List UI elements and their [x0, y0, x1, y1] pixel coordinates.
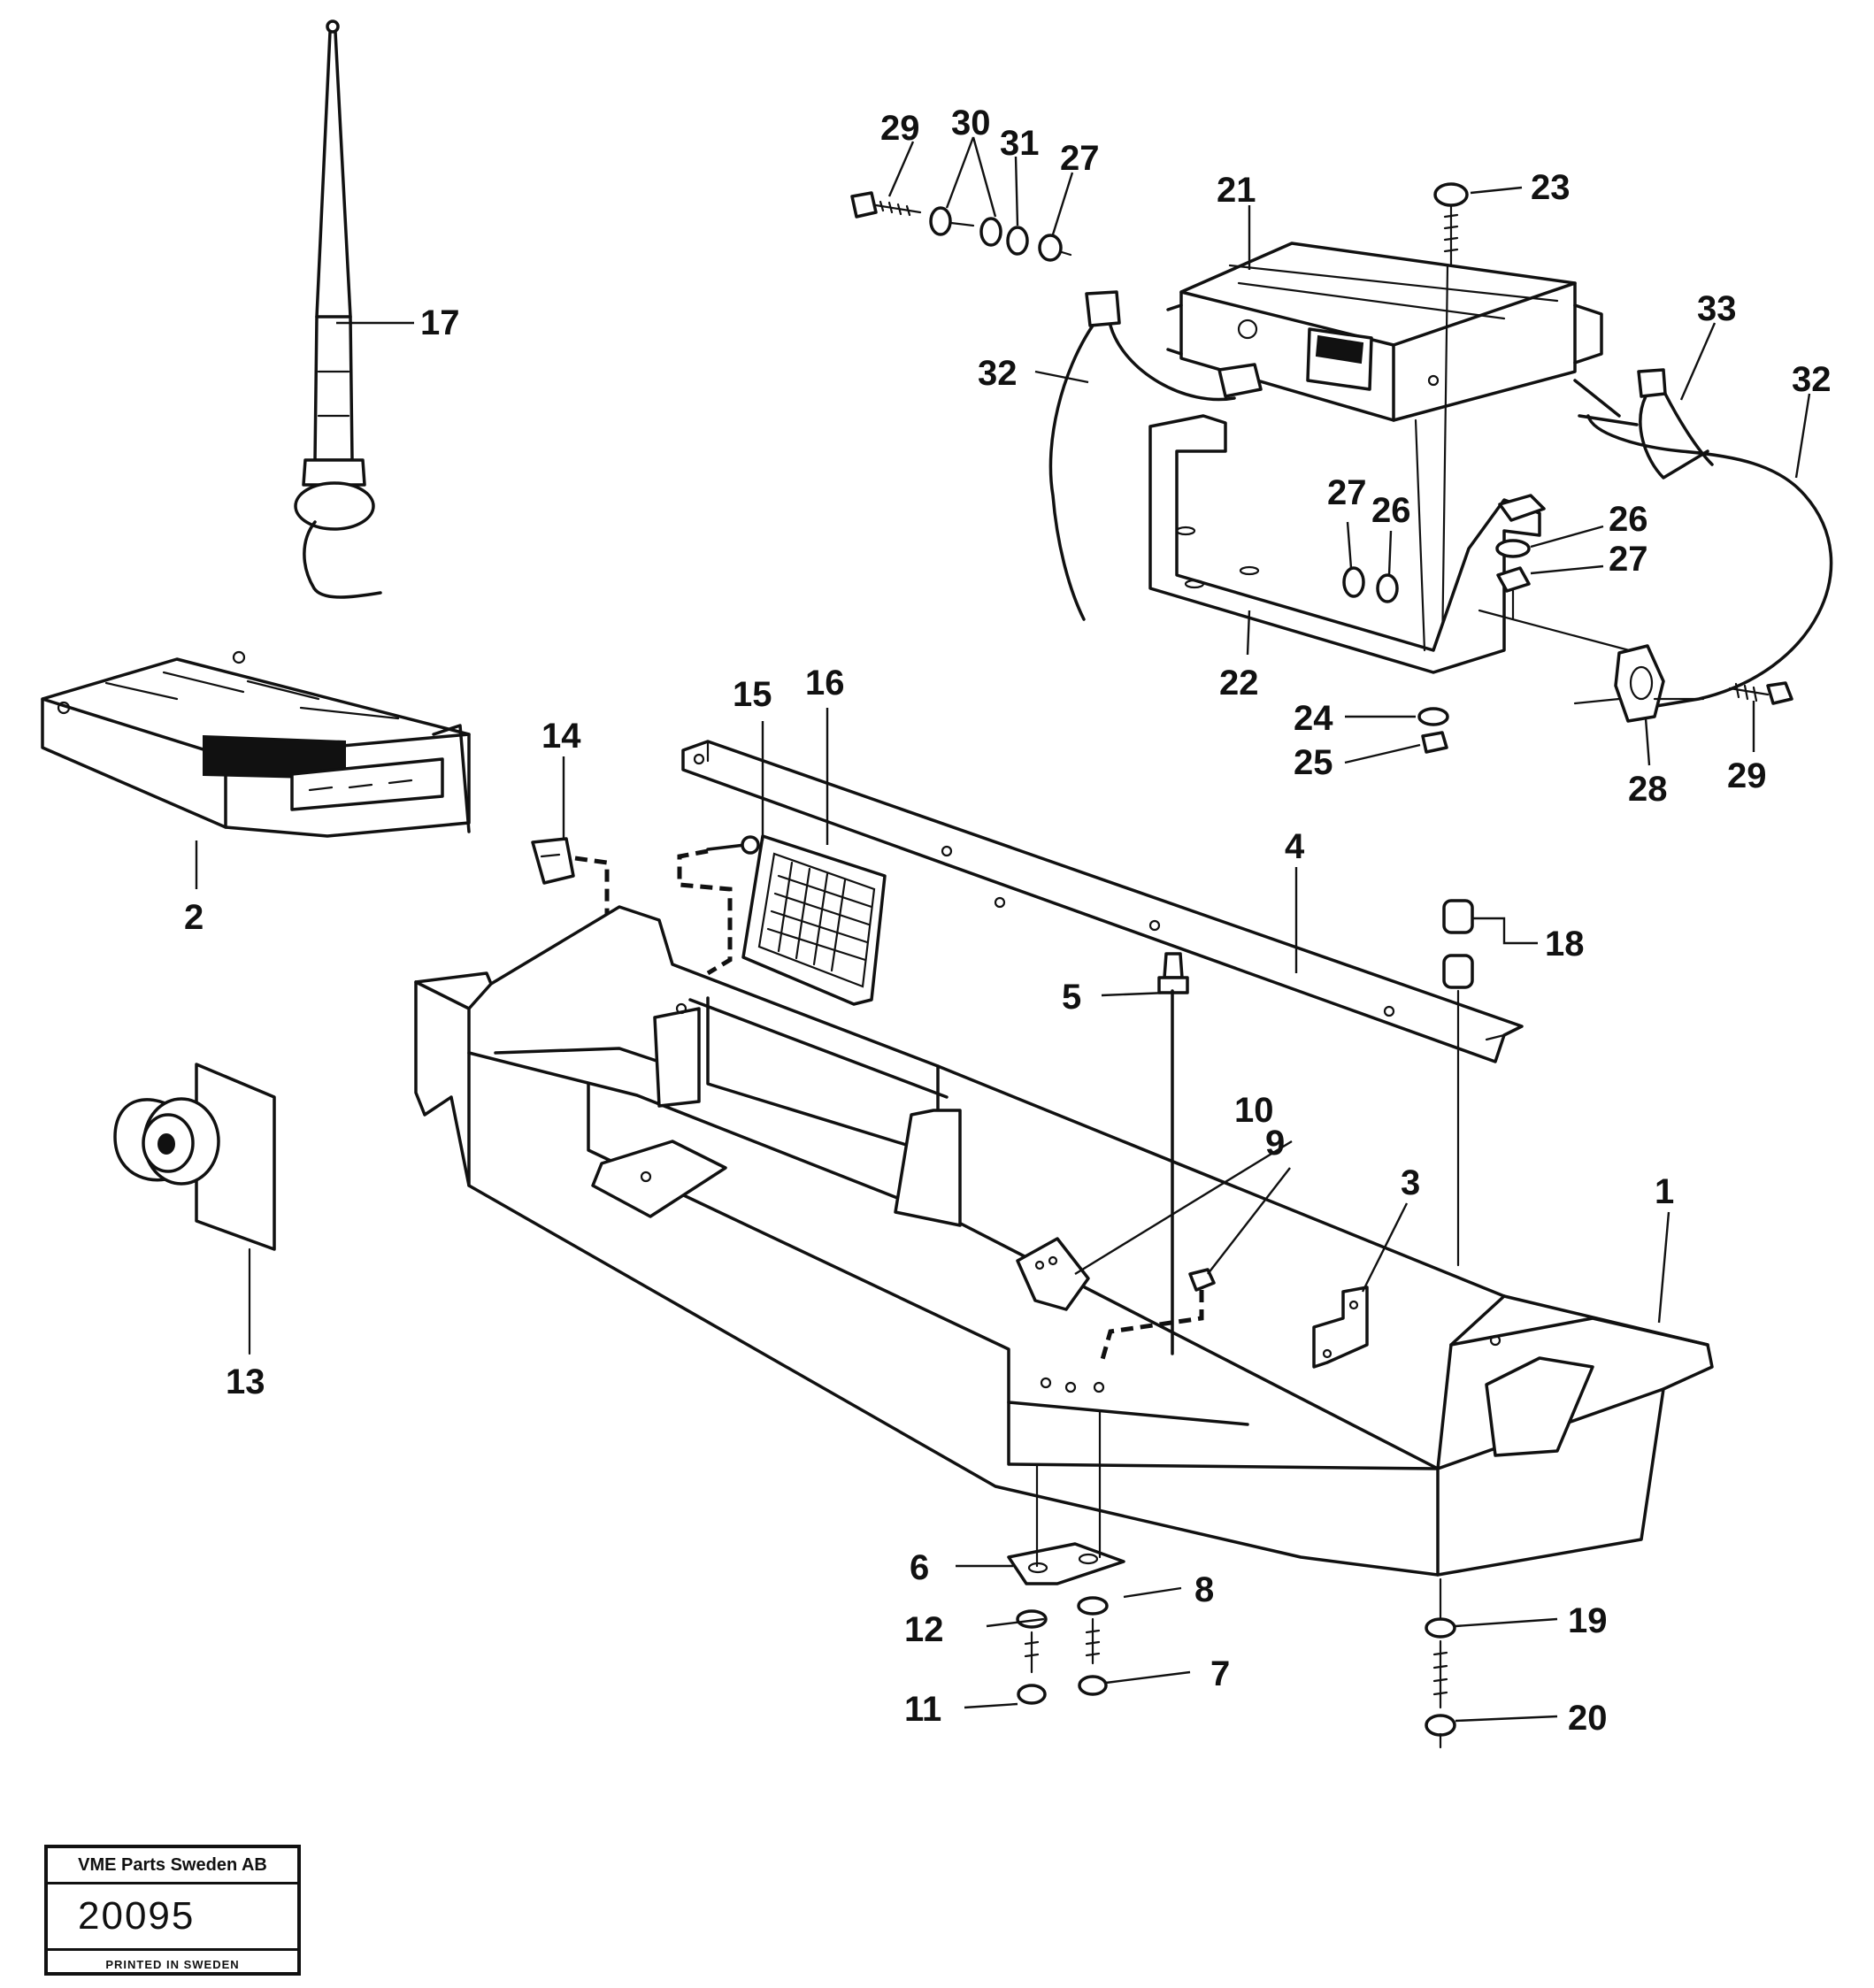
- speaker-grille-part: [741, 834, 887, 1006]
- parts-stamp: VME Parts Sweden AB 20095 PRINTED IN SWE…: [44, 1845, 301, 1976]
- nut-9-part: [1188, 1268, 1216, 1292]
- radio-bracket-part: [1148, 414, 1546, 674]
- bracket-3-part: [1312, 1286, 1369, 1369]
- callout-13: 13: [226, 1362, 265, 1401]
- nut-25-part: [1421, 731, 1448, 754]
- callout-23: 23: [1531, 168, 1571, 207]
- callout-24: 24: [1294, 699, 1333, 738]
- callout-16: 16: [805, 664, 845, 702]
- callout-27-left: 27: [1327, 473, 1367, 512]
- callout-5: 5: [1062, 978, 1081, 1017]
- plate-6-part: [1007, 1409, 1125, 1585]
- callout-32-right: 32: [1792, 360, 1832, 399]
- washer-12-part: [1016, 1609, 1048, 1629]
- callout-14: 14: [541, 717, 581, 756]
- screw-23-part: [1433, 182, 1469, 656]
- callout-30: 30: [951, 104, 991, 142]
- callout-32-left: 32: [978, 354, 1018, 393]
- callout-12: 12: [904, 1610, 944, 1649]
- washers-left-part: [1342, 566, 1399, 603]
- stamp-number: 20095: [48, 1884, 297, 1951]
- screw-15-part: [706, 835, 760, 855]
- callout-19: 19: [1568, 1601, 1608, 1640]
- switch-part: [531, 837, 575, 885]
- callout-10: 10: [1234, 1091, 1274, 1130]
- callout-26-right: 26: [1609, 500, 1648, 539]
- callout-21: 21: [1217, 171, 1256, 210]
- bolt-5-part: [1157, 952, 1189, 994]
- radio-module-part: [41, 650, 471, 838]
- callout-20: 20: [1568, 1699, 1608, 1738]
- callout-26-left: 26: [1371, 491, 1411, 530]
- bracket-10-part: [1016, 1237, 1090, 1311]
- callout-9: 9: [1265, 1124, 1285, 1163]
- callout-labels: 17 2 13 14 15 16 4 5 18 10 9 3 1 6 8 12 …: [184, 104, 1832, 1738]
- leader-lines: [195, 136, 1811, 1723]
- cable-32-right-part: [1573, 368, 1833, 710]
- callout-27-top: 27: [1060, 139, 1100, 178]
- antenna-part: [294, 19, 382, 599]
- screw-7-part: [1078, 1617, 1108, 1696]
- washers-right-part: [1478, 539, 1647, 656]
- callout-29-right: 29: [1727, 756, 1767, 795]
- stamp-printed: PRINTED IN SWEDEN: [105, 1957, 240, 1971]
- mounting-rail-part: [681, 740, 1524, 1063]
- washer-8-part: [1077, 1596, 1109, 1616]
- callout-3: 3: [1401, 1163, 1420, 1202]
- washer-24-part: [1417, 707, 1449, 726]
- stamp-company: VME Parts Sweden AB: [48, 1848, 297, 1884]
- screw-29-right-part: [1728, 681, 1793, 705]
- callout-1: 1: [1655, 1172, 1674, 1211]
- console-part: [414, 896, 1714, 1577]
- hardware-row-part: [850, 191, 1072, 262]
- callout-4: 4: [1285, 827, 1305, 866]
- spacer-18-part: [1442, 899, 1474, 1267]
- screw-20-part: [1425, 1639, 1456, 1749]
- washer-19-part: [1425, 1577, 1456, 1639]
- callout-33: 33: [1697, 289, 1737, 328]
- callout-22: 22: [1219, 664, 1259, 702]
- callout-11: 11: [904, 1690, 941, 1729]
- speaker-part: [113, 1063, 276, 1355]
- callout-28: 28: [1628, 770, 1668, 809]
- callout-6: 6: [910, 1548, 929, 1587]
- callout-8: 8: [1194, 1570, 1214, 1609]
- callout-15: 15: [733, 675, 772, 714]
- nut-9-wire: [1099, 1290, 1204, 1363]
- callout-25: 25: [1294, 743, 1333, 782]
- callout-17: 17: [420, 303, 460, 342]
- cable-clamp-28-part: [1573, 644, 1705, 723]
- callout-18: 18: [1545, 925, 1585, 963]
- radio-unit-part: [1166, 242, 1603, 422]
- screw-15-wire: [677, 848, 733, 976]
- callout-7: 7: [1210, 1654, 1230, 1693]
- callout-29-top: 29: [880, 109, 920, 148]
- cable-32-left-part: [1048, 290, 1263, 621]
- callout-27-right: 27: [1609, 540, 1648, 579]
- callout-31: 31: [1000, 124, 1040, 163]
- callout-2: 2: [184, 898, 204, 937]
- screw-11-part: [1017, 1631, 1047, 1705]
